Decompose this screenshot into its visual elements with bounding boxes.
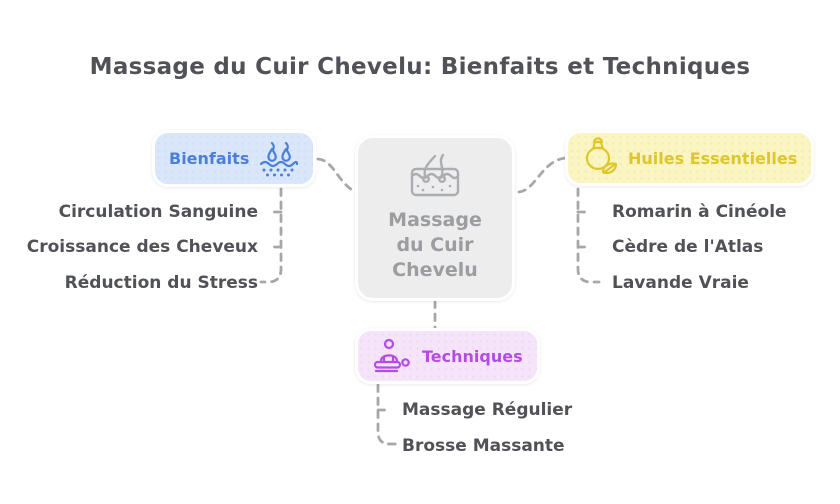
node-bienfaits-label: Bienfaits — [169, 149, 250, 168]
branch-line-huiles — [576, 187, 601, 284]
oil-bottle-leaf-icon — [585, 137, 618, 175]
branch-line-techniques — [376, 383, 399, 446]
center-node-label: Massage du Cuir Chevelu — [388, 208, 482, 282]
page-title: Massage du Cuir Chevelu: Bienfaits et Te… — [89, 54, 751, 80]
node-techniques-label: Techniques — [422, 346, 523, 366]
hair-follicles-icon — [260, 141, 299, 176]
node-huiles-essentielles[interactable]: Huiles Essentielles — [565, 130, 815, 186]
item-massage-regulier: Massage Régulier — [402, 400, 573, 420]
node-huiles-essentielles-label: Huiles Essentielles — [628, 148, 798, 168]
item-cedre-de-l-atlas: Cèdre de l'Atlas — [612, 237, 764, 257]
branch-line-bienfaits — [259, 187, 283, 284]
scalp-skin-icon — [410, 153, 460, 197]
node-bienfaits[interactable]: Bienfaits — [152, 130, 317, 187]
item-lavande-vraie: Lavande Vraie — [612, 273, 749, 293]
connector-center-to-bienfaits — [316, 157, 358, 194]
item-circulation-sanguine: Circulation Sanguine — [58, 202, 258, 222]
item-romarin-a-cineole: Romarin à Cinéole — [612, 202, 787, 222]
connector-center-to-huiles — [517, 156, 568, 194]
massage-person-icon — [373, 338, 410, 373]
item-reduction-du-stress: Réduction du Stress — [64, 273, 258, 293]
center-node-massage-cuir-chevelu[interactable]: Massage du Cuir Chevelu — [355, 135, 515, 301]
item-croissance-des-cheveux: Croissance des Cheveux — [26, 237, 258, 257]
node-techniques[interactable]: Techniques — [355, 328, 540, 384]
item-brosse-massante: Brosse Massante — [402, 436, 565, 456]
